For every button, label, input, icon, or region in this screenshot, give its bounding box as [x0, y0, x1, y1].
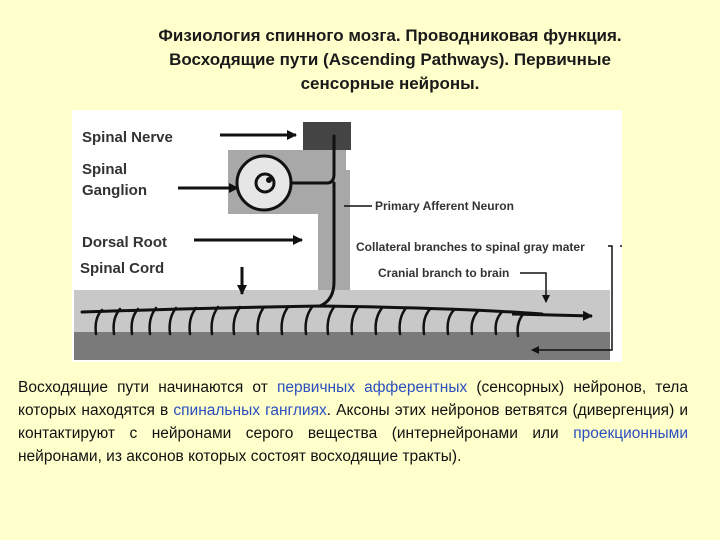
ganglion-nucleolus: [266, 177, 272, 183]
collateral-branch: [304, 305, 314, 336]
spinal-cord-diagram: Spinal Nerve Spinal Ganglion Dorsal Root…: [72, 110, 622, 362]
label-cranial: Cranial branch to brain: [378, 266, 509, 280]
spinal-nerve-block: [303, 122, 351, 150]
title-line-3: сенсорные нейроны.: [300, 74, 480, 93]
collateral-branch: [350, 305, 360, 336]
collateral-branch: [256, 305, 266, 336]
page-title: Физиология спинного мозга. Проводниковая…: [60, 24, 720, 96]
collateral-branch: [210, 305, 220, 336]
ganglion-nucleus: [254, 172, 276, 194]
paragraph-text: . Аксоны этих нейронов ветвятся (диверге…: [18, 402, 689, 442]
collateral-branch: [112, 307, 122, 336]
label-spinal-cord: Spinal Cord: [80, 260, 164, 277]
collateral-branch: [516, 311, 526, 338]
collateral-branches: [94, 305, 526, 338]
paragraph-text: (сенсорных) нейронов, тела которых наход…: [18, 379, 688, 419]
title-line-1: Физиология спинного мозга. Проводниковая…: [158, 26, 622, 45]
label-collateral: Collateral branches to spinal gray mater: [356, 240, 585, 254]
diagram-svg: Spinal Nerve Spinal Ganglion Dorsal Root…: [72, 110, 622, 362]
collateral-branch: [446, 308, 456, 336]
gray-matter-band: [74, 332, 610, 360]
collateral-branch: [188, 306, 198, 336]
term-spinal-ganglia: спинальных ганглиях: [173, 402, 327, 419]
central-axon: [318, 181, 336, 308]
peripheral-axon: [289, 134, 336, 185]
collateral-branch: [148, 306, 158, 336]
label-arrows: [178, 130, 303, 295]
cranial-callout: [520, 272, 550, 303]
collateral-branch: [494, 310, 504, 336]
label-spinal-ganglion-1: Spinal: [82, 161, 127, 178]
paragraph-text: Восходящие пути начинаются от: [18, 379, 277, 396]
collateral-branch: [398, 306, 408, 336]
collateral-branch: [130, 307, 140, 336]
collateral-branch: [326, 305, 336, 336]
paragraph-text: нейронами, из аксонов которых состоят во…: [18, 448, 462, 465]
description-paragraph: Восходящие пути начинаются от первичных …: [18, 376, 688, 468]
collateral-callout: [531, 245, 613, 354]
label-dorsal-root: Dorsal Root: [82, 234, 167, 251]
collateral-branch: [280, 305, 290, 336]
collateral-branch: [470, 309, 480, 336]
callout-lines: [344, 205, 622, 354]
collateral-branch: [374, 306, 384, 336]
label-spinal-ganglion-2: Ganglion: [82, 182, 147, 199]
collateral-branch: [168, 306, 178, 336]
cranial-branch-arrow: [511, 310, 593, 321]
title-line-2: Восходящие пути (Ascending Pathways). Пе…: [169, 50, 611, 69]
collateral-branch: [232, 305, 242, 336]
term-projection: проекционными: [573, 425, 688, 442]
collateral-branch: [94, 308, 104, 336]
label-primary-afferent: Primary Afferent Neuron: [375, 199, 514, 213]
collateral-branch: [422, 307, 432, 336]
label-spinal-nerve: Spinal Nerve: [82, 129, 173, 146]
term-primary-afferent: первичных афферентных: [276, 379, 468, 396]
